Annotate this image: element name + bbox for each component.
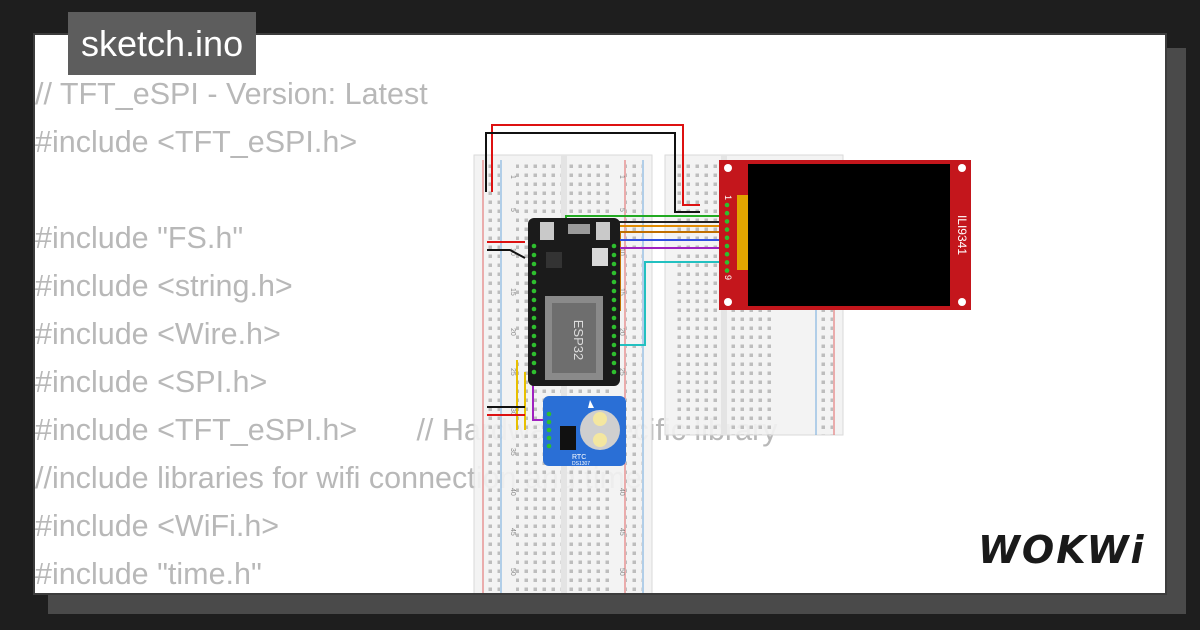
file-name-tab: sketch.ino — [68, 12, 257, 75]
breadboard-row-label: 1 — [509, 175, 516, 179]
pin — [546, 411, 552, 417]
pin — [611, 279, 617, 285]
breadboard-row-label: 35 — [509, 448, 516, 456]
pin — [611, 369, 617, 375]
pin — [546, 443, 552, 449]
pin — [546, 435, 552, 441]
pin — [531, 360, 537, 366]
pin — [531, 324, 537, 330]
pin — [531, 342, 537, 348]
pin — [546, 427, 552, 433]
pin — [531, 279, 537, 285]
breadboard-row-label: 50 — [618, 568, 625, 576]
code-line: // TFT_eSPI - Version: Latest — [35, 77, 428, 111]
pin — [611, 252, 617, 258]
code-line: #include <Wire.h> — [35, 317, 281, 351]
pin — [611, 333, 617, 339]
display-label: ILI9341 — [955, 215, 969, 255]
esp32-board: ESP32 — [528, 218, 620, 386]
pin — [531, 297, 537, 303]
code-line: #include <string.h> — [35, 269, 293, 303]
pin — [724, 260, 730, 265]
ili9341-display: ILI9341 1 9 — [719, 160, 971, 310]
pin — [611, 243, 617, 249]
breadboard-row-label: 5 — [618, 208, 625, 212]
pin — [611, 261, 617, 267]
breadboard-row-label: 25 — [509, 368, 516, 376]
breadboard-row-label: 15 — [509, 288, 516, 296]
pin — [724, 202, 730, 208]
pin — [531, 333, 537, 339]
pin — [531, 288, 537, 294]
breadboard-row-label: 10 — [618, 248, 625, 256]
pin — [611, 315, 617, 321]
pin — [611, 270, 617, 276]
esp32-label: ESP32 — [571, 320, 586, 360]
pin — [611, 342, 617, 348]
rtc-module: RTC DS1307 — [543, 396, 626, 467]
pin — [611, 324, 617, 330]
pin — [611, 360, 617, 366]
breadboard-row-label: 5 — [509, 208, 516, 212]
breadboard-row-label: 30 — [509, 408, 516, 416]
pin — [531, 261, 537, 267]
display-pin-label: 1 — [723, 195, 733, 200]
pin — [546, 419, 552, 425]
rtc-label: RTC — [572, 454, 586, 461]
pin — [724, 235, 730, 241]
breadboard-row-label: 25 — [618, 368, 625, 376]
pin — [531, 270, 537, 276]
breadboard-row-label: 20 — [509, 328, 516, 336]
breadboard-row-label: 40 — [618, 488, 625, 496]
pin — [724, 210, 730, 216]
code-line: #include <SPI.h> — [35, 365, 268, 399]
code-line: #include <WiFi.h> — [35, 509, 280, 543]
rtc-chip-label: DS1307 — [572, 461, 590, 467]
pin — [611, 306, 617, 312]
breadboard-row-label: 20 — [618, 328, 625, 336]
pin — [531, 351, 537, 357]
code-line: #include <TFT_eSPI.h> — [35, 125, 358, 159]
code-line: #include "FS.h" — [35, 221, 244, 255]
pin — [531, 369, 537, 375]
pin — [611, 288, 617, 294]
pin — [611, 351, 617, 357]
pin — [724, 268, 730, 273]
pin — [531, 306, 537, 312]
pin — [724, 219, 730, 224]
wokwi-logo: WOKWi — [978, 528, 1146, 572]
display-pin-label: 9 — [723, 275, 733, 280]
breadboard-row-label: 45 — [509, 528, 516, 536]
breadboard-row-label: 1 — [618, 175, 625, 179]
pin — [724, 251, 730, 257]
code-line: #include "time.h" — [35, 557, 262, 591]
pin — [724, 227, 730, 232]
pin — [531, 252, 537, 258]
pin — [531, 315, 537, 321]
breadboard-row-label: 45 — [618, 528, 625, 536]
breadboard-row-label: 15 — [618, 288, 625, 296]
breadboard-row-label: 40 — [509, 488, 516, 496]
breadboard-row-label: 50 — [509, 568, 516, 576]
pin — [724, 243, 730, 249]
pin — [531, 243, 537, 249]
pin — [611, 297, 617, 303]
